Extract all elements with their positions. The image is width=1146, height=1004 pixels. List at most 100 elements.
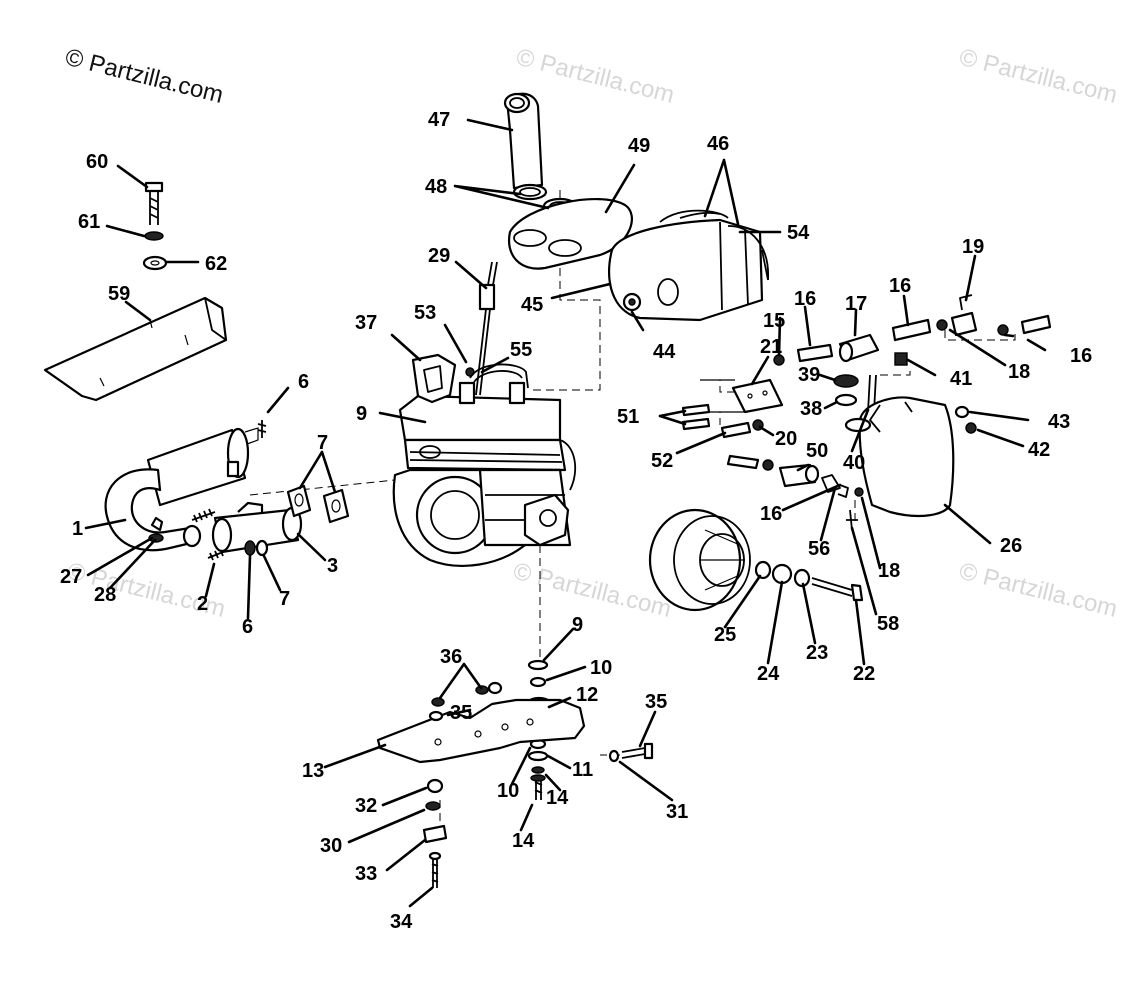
callout-18: 18 xyxy=(878,560,900,582)
callout-16: 16 xyxy=(760,503,782,525)
callout-16: 16 xyxy=(889,275,911,297)
intake-silencer-part xyxy=(507,197,633,270)
callout-7: 7 xyxy=(279,588,290,610)
callout-51: 50 xyxy=(806,440,828,462)
callout-3: 3 xyxy=(327,555,338,577)
callout-39: 38 xyxy=(800,398,822,420)
callout-27: 27 xyxy=(60,566,82,588)
callout-9: 10 xyxy=(497,780,519,802)
callout-52: 51 xyxy=(617,406,639,428)
callout-61: 60 xyxy=(86,151,108,173)
callout-29: 29 xyxy=(428,245,450,267)
callout-23: 23 xyxy=(806,642,828,664)
callout-21: 21 xyxy=(760,336,782,358)
callout-63: 62 xyxy=(205,253,227,275)
callout-35: 35 xyxy=(645,691,667,713)
callout-9: 9 xyxy=(572,614,583,636)
callout-1: 1 xyxy=(72,518,83,540)
callout-54: 53 xyxy=(414,302,436,324)
intake-elbow-part xyxy=(503,92,544,190)
callout-32: 32 xyxy=(355,795,377,817)
callout-56: 55 xyxy=(510,339,532,361)
callout-10: 11 xyxy=(572,759,593,781)
plate-nut-part xyxy=(428,681,503,722)
callout-62: 61 xyxy=(78,211,100,233)
watermark: © Partzilla.com xyxy=(514,44,677,109)
callout-47: 46 xyxy=(707,133,729,155)
callout-60: 59 xyxy=(108,283,130,305)
muffler-fitting-part xyxy=(148,516,164,543)
watermark: © Partzilla.com xyxy=(957,558,1120,623)
callout-34: 34 xyxy=(390,911,413,933)
leader-lines xyxy=(84,118,1047,908)
callout-31: 31 xyxy=(666,801,688,823)
callout-58: 56 xyxy=(808,538,830,560)
callout-37: 36 xyxy=(440,646,462,668)
callout-10: 10 xyxy=(590,657,612,679)
callout-49: 48 xyxy=(425,176,447,198)
callout-40: 39 xyxy=(798,364,820,386)
callout-25: 25 xyxy=(714,624,736,646)
callout-19: 19 xyxy=(962,236,984,258)
callout-8: 9 xyxy=(356,403,367,425)
fuel-pump-part xyxy=(726,454,864,531)
hose-part xyxy=(679,211,769,281)
tank-fitting-part xyxy=(954,405,977,434)
callout-5: 7 xyxy=(317,432,328,454)
callout-16: 16 xyxy=(1070,345,1092,367)
callout-15: 15 xyxy=(763,310,785,332)
exhaust-manifold-part xyxy=(211,501,303,554)
handle-part xyxy=(411,353,457,404)
callout-22: 22 xyxy=(853,663,875,685)
watermark: © Partzilla.com xyxy=(957,44,1120,109)
fuel-line-part xyxy=(681,403,764,439)
callout-14: 14 xyxy=(512,830,535,852)
callout-36: 35 xyxy=(450,702,472,724)
callout-43: 42 xyxy=(1028,439,1050,461)
callout-42: 41 xyxy=(950,368,972,390)
callout-13: 14 xyxy=(546,787,569,809)
callout-11: 12 xyxy=(576,684,598,706)
callout-17: 17 xyxy=(845,293,867,315)
side-bolt-part xyxy=(608,742,654,763)
bolt-washer-part xyxy=(142,181,168,271)
callout-30: 30 xyxy=(320,835,342,857)
tank-cap-part xyxy=(833,352,908,413)
heat-shield-part xyxy=(43,296,228,402)
callout-38: 37 xyxy=(355,312,377,334)
callout-4: 6 xyxy=(298,371,309,393)
callout-24: 24 xyxy=(757,663,780,685)
callout-labels: 60 61 62 59 47 48 49 46 54 29 45 44 37 5… xyxy=(60,109,1092,933)
callout-41: 40 xyxy=(843,452,865,474)
drive-pulley-part xyxy=(648,508,751,612)
callout-6: 6 xyxy=(242,616,253,638)
callout-55: 54 xyxy=(787,222,810,244)
pulley-bolt-part xyxy=(754,560,864,602)
grommet-part xyxy=(622,292,642,312)
callout-44: 43 xyxy=(1048,411,1070,433)
copyright-notice: © Partzilla.com xyxy=(63,44,226,109)
callout-46: 45 xyxy=(521,294,543,316)
nut-washer-part xyxy=(244,539,269,557)
callout-53: 52 xyxy=(651,450,673,472)
callout-59: 58 xyxy=(877,613,899,635)
callout-2: 2 xyxy=(197,593,208,615)
callout-16: 16 xyxy=(794,288,816,310)
gasket-part xyxy=(286,484,350,524)
callout-33: 33 xyxy=(355,863,377,885)
callout-26: 26 xyxy=(1000,535,1022,557)
carburetor-plate-part xyxy=(700,378,784,414)
callout-20: 20 xyxy=(775,428,797,450)
callout-50: 49 xyxy=(628,135,650,157)
callout-28: 28 xyxy=(94,584,116,606)
fuel-filter-part xyxy=(773,294,1052,366)
mounting-plate-part xyxy=(376,698,586,764)
engine-part xyxy=(392,381,577,567)
plate-bolt-part xyxy=(422,778,448,888)
callout-18: 18 xyxy=(1008,361,1030,383)
callout-12: 13 xyxy=(302,760,324,782)
cable-part xyxy=(465,261,529,396)
spring-part xyxy=(191,420,267,561)
muffler-part xyxy=(104,427,259,552)
